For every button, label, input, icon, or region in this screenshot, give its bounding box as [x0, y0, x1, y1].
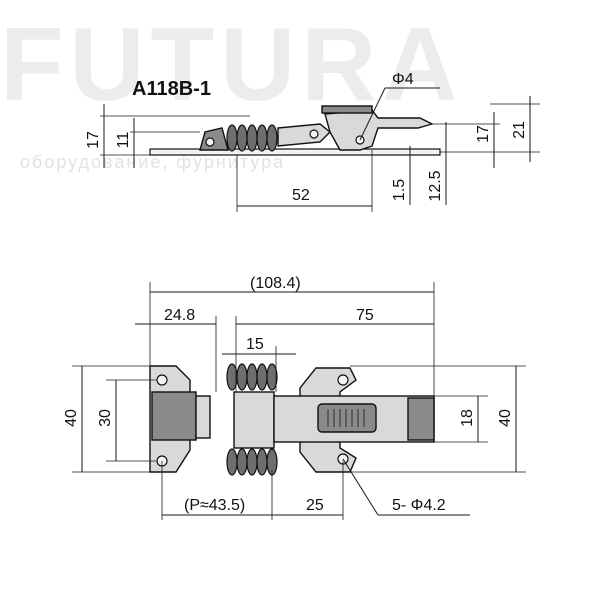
top-view: (108.4) 24.8 75 15 40 30 18 40: [63, 275, 526, 520]
dim-30-label: 30: [97, 409, 114, 427]
top-spring-lower: [226, 448, 278, 476]
dim-40-right-label: 40: [497, 409, 514, 427]
top-lever-tip: [407, 397, 435, 441]
side-left-hinge: [199, 127, 229, 151]
holes-note-label: 5- Φ4.2: [392, 497, 446, 514]
side-lever-grip: [321, 105, 373, 114]
dim-40-left-label: 40: [63, 409, 80, 427]
holes-leader-line: [342, 458, 379, 516]
top-left-hinge-block: [151, 391, 197, 441]
top-hinge-pin-block: [195, 395, 211, 439]
side-link-arm: [277, 123, 332, 147]
side-lever: [324, 109, 434, 151]
dim-12-5-label: 12.5: [427, 170, 444, 201]
watermark-brand: FUTURA: [0, 7, 463, 123]
hole-leader-line: [359, 87, 386, 141]
side-base-plate: [149, 148, 441, 156]
top-lever-grip: [317, 403, 377, 433]
dim-18-label: 18: [459, 409, 476, 427]
dim-overall-label: (108.4): [250, 275, 301, 292]
dim-1-5-label: 1.5: [391, 179, 408, 201]
dim-15-label: 15: [246, 336, 264, 353]
dim-17-left-label: 17: [85, 131, 102, 149]
dim-24-8-label: 24.8: [164, 307, 195, 324]
side-link-pin: [309, 129, 319, 139]
top-center-link: [233, 391, 275, 449]
dim-17-right-label: 17: [475, 125, 492, 143]
dim-pitch-label: (P≈43.5): [184, 497, 245, 514]
watermark-tagline: оборудование, фурнитура: [20, 152, 285, 172]
top-right-hole-upper: [337, 374, 349, 386]
dim-11-label: 11: [115, 132, 132, 149]
side-spring: [226, 124, 278, 152]
dim-21-label: 21: [511, 121, 528, 139]
dim-75-label: 75: [356, 307, 374, 324]
model-title: A118B-1: [132, 78, 211, 100]
dim-25-label: 25: [306, 497, 324, 514]
dim-52-label: 52: [292, 187, 310, 204]
side-view: Φ4 17 11 52 1.5 12.5 17 21: [85, 71, 540, 212]
hole-diameter-label: Φ4: [392, 71, 414, 88]
top-left-hole-upper: [156, 374, 168, 386]
top-spring-upper: [226, 363, 278, 391]
top-grip-ridges: [327, 409, 365, 427]
side-hinge-pin: [205, 137, 215, 147]
